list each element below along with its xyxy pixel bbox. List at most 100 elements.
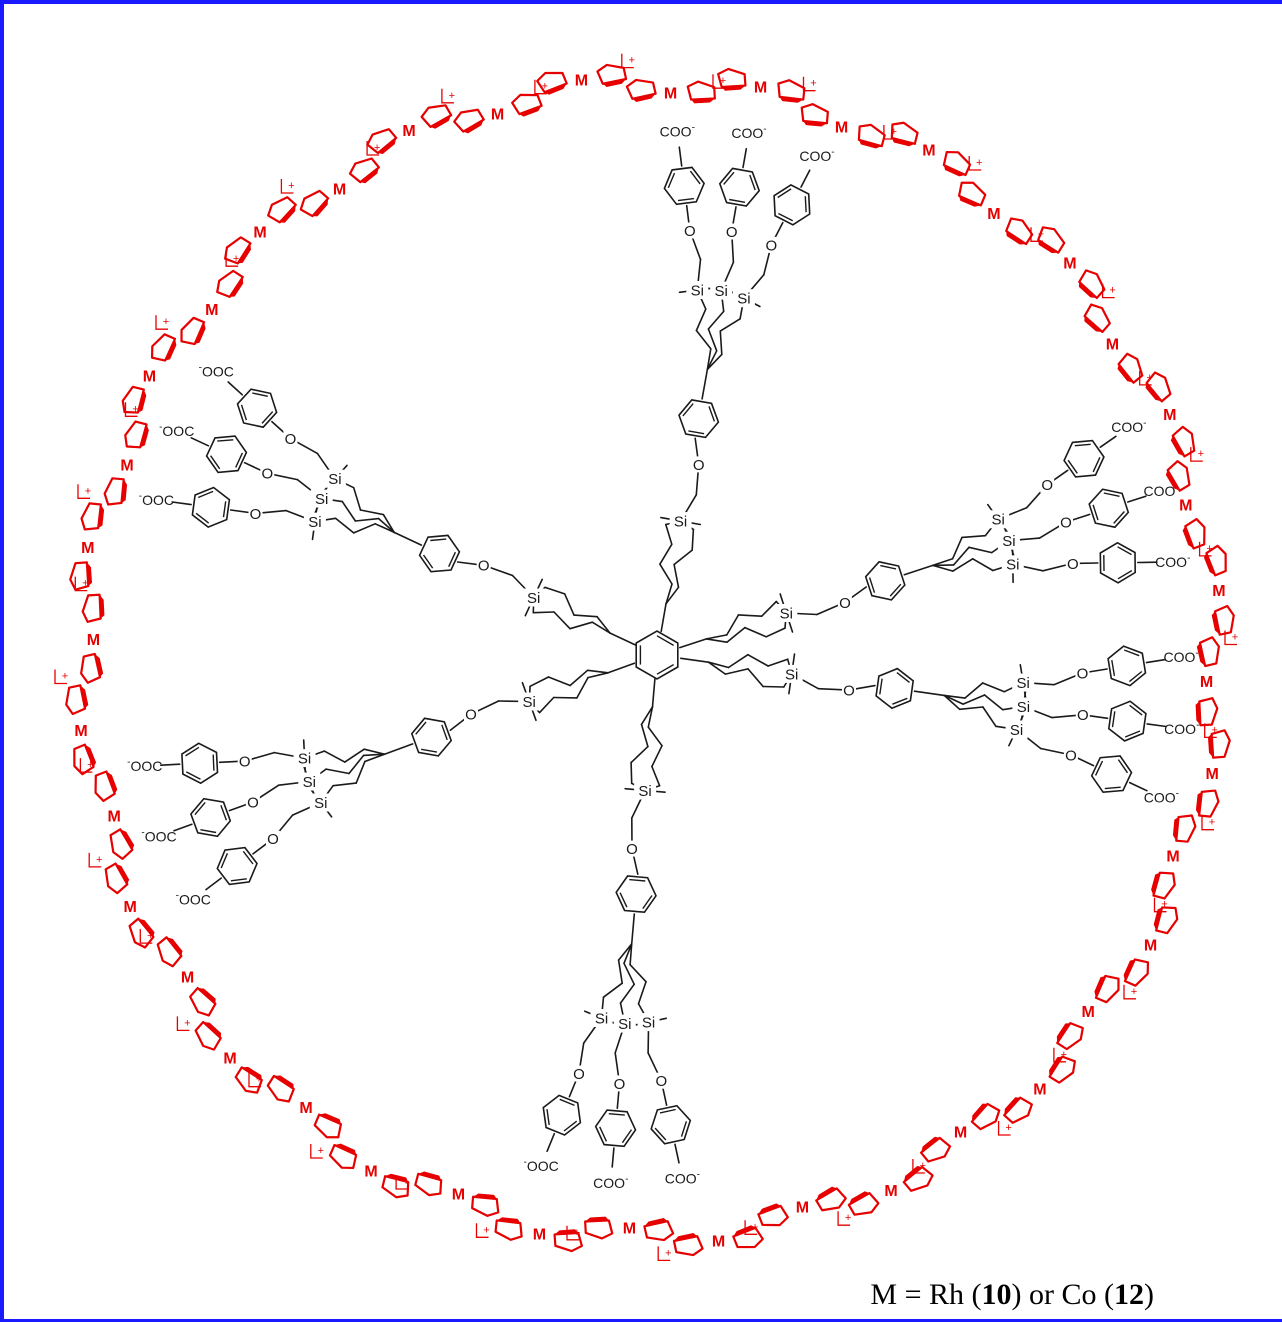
aromatic-double-bond <box>868 577 876 593</box>
cp-ring-outline <box>267 196 297 224</box>
aryl-linker-ring <box>418 534 461 573</box>
oxygen-atom-label: O <box>693 457 705 474</box>
label-backdrop <box>283 430 298 447</box>
cation-charge-label: + <box>1161 899 1167 911</box>
cp-ring-outline <box>128 917 155 949</box>
aromatic-double-bond <box>422 554 434 569</box>
cation-charge-label: + <box>1109 285 1115 297</box>
cp-ring-inner <box>1207 729 1231 759</box>
metal-center-label: M <box>205 302 218 319</box>
cp-ring-inner <box>902 1165 934 1192</box>
cp-ring-outline <box>584 1219 614 1240</box>
aromatic-double-bond <box>261 411 274 424</box>
charge-bracket <box>248 1072 261 1088</box>
propyl-arm-chain <box>382 513 396 534</box>
cp-ring-inner <box>553 1229 583 1253</box>
cp-ring-outline <box>957 181 987 207</box>
cp-ring-front-edge <box>137 389 147 413</box>
cp-ring-outer <box>80 502 105 531</box>
silicon-atom-label: Si <box>691 282 704 299</box>
metal-center-label: M <box>181 970 194 987</box>
aromatic-double-bond <box>629 878 646 882</box>
core-branch-bond <box>678 638 708 649</box>
propyl-arm-chain <box>961 534 987 539</box>
cp-ring-front-edge <box>644 1218 668 1227</box>
propyl-arm-chain <box>931 557 954 567</box>
label-backdrop <box>1075 665 1090 681</box>
cp-ring-inner <box>80 652 104 684</box>
label-backdrop <box>780 664 803 683</box>
aromatic-double-bond <box>210 455 221 470</box>
propyl-chain <box>553 611 571 630</box>
silicon-atom-label: Si <box>315 491 328 508</box>
cp-ring-outline <box>124 420 148 449</box>
metal-center-label: M <box>1166 849 1179 866</box>
cp-ring-front-edge <box>84 744 97 767</box>
propyl-chain <box>630 761 633 785</box>
cp-ring-inner <box>1203 544 1227 577</box>
aromatic-double-bond <box>242 850 254 865</box>
cp-ring-front-edge <box>1172 817 1179 841</box>
cp-ring-front-edge <box>120 829 135 850</box>
cp-ring-outline <box>1184 517 1206 550</box>
label-backdrop <box>1040 476 1055 493</box>
propyl-chain <box>647 705 654 728</box>
silicon-atom-label: Si <box>642 1015 655 1032</box>
propyl-arm-chain <box>962 694 986 705</box>
propyl-arm-chain <box>362 753 386 757</box>
oxygen-atom-label: O <box>626 841 638 858</box>
cp-ring-outline <box>94 770 116 803</box>
carboxyl-bond <box>742 148 748 169</box>
propyl-chain <box>659 563 673 585</box>
cation-charge-label: + <box>1232 632 1238 644</box>
cp-ring-front-edge <box>106 771 118 794</box>
cation-charge-label: + <box>665 1247 671 1259</box>
cp-ring-front-edge <box>229 277 244 297</box>
label-backdrop <box>303 512 326 531</box>
cp-ring-outline <box>189 986 217 1017</box>
oxygen-atom-label: O <box>1041 477 1053 494</box>
carboxylate-label: COO- <box>799 147 834 164</box>
cp-ring-outline <box>80 502 102 531</box>
cation-charge-label: + <box>629 55 635 67</box>
cation-charge-label: + <box>920 1160 926 1172</box>
cp-ring-outline <box>1145 371 1172 403</box>
cp-ring-inner <box>957 181 987 207</box>
charge-bracket <box>1123 984 1136 1000</box>
cp-ring-outline <box>69 561 90 591</box>
cp-ring-inner <box>890 121 919 147</box>
propyl-arm-chain <box>363 748 386 756</box>
cp-ring-outline <box>536 71 568 94</box>
benzoate-ring <box>773 183 811 226</box>
metal-center-label: M <box>575 73 588 90</box>
cp-ring-inner <box>366 128 398 155</box>
benzoate-ring <box>205 435 248 474</box>
cation-charge-label: + <box>62 671 68 683</box>
cp-ring-outline <box>266 1074 295 1103</box>
silicon-atom-label: Si <box>527 590 540 607</box>
cp-ring-outer <box>348 157 381 184</box>
cp-ring-front-edge <box>903 1165 923 1183</box>
carboxylate-label: COO- <box>660 122 695 139</box>
propyl-arm-chain <box>602 982 624 999</box>
cp-ring-inner <box>69 561 93 591</box>
cp-ring-outline <box>1152 871 1176 900</box>
silicon-atom-label: Si <box>674 514 687 531</box>
oxygen-atom-label: O <box>765 237 777 254</box>
cp-ring-inner <box>1094 974 1120 1004</box>
cation-charge-label: + <box>845 1212 851 1224</box>
silicon-atom-label: Si <box>785 666 798 683</box>
charge-bracket <box>155 315 168 330</box>
aromatic-double-bond <box>220 853 229 869</box>
carboxylate-label: -OOC <box>199 362 234 379</box>
metal-center-label: M <box>1163 407 1176 424</box>
cp-ring-inner <box>109 828 135 860</box>
charge-bracket <box>280 179 294 194</box>
cp-ring-inner <box>180 316 206 346</box>
propyl-arm-chain <box>931 564 955 567</box>
cation-charge-label: + <box>542 81 548 93</box>
benzoate-ring <box>718 167 761 207</box>
label-backdrop <box>987 510 1010 529</box>
benzoate-ring <box>1063 439 1105 478</box>
silicon-atom-label: Si <box>1017 675 1030 692</box>
